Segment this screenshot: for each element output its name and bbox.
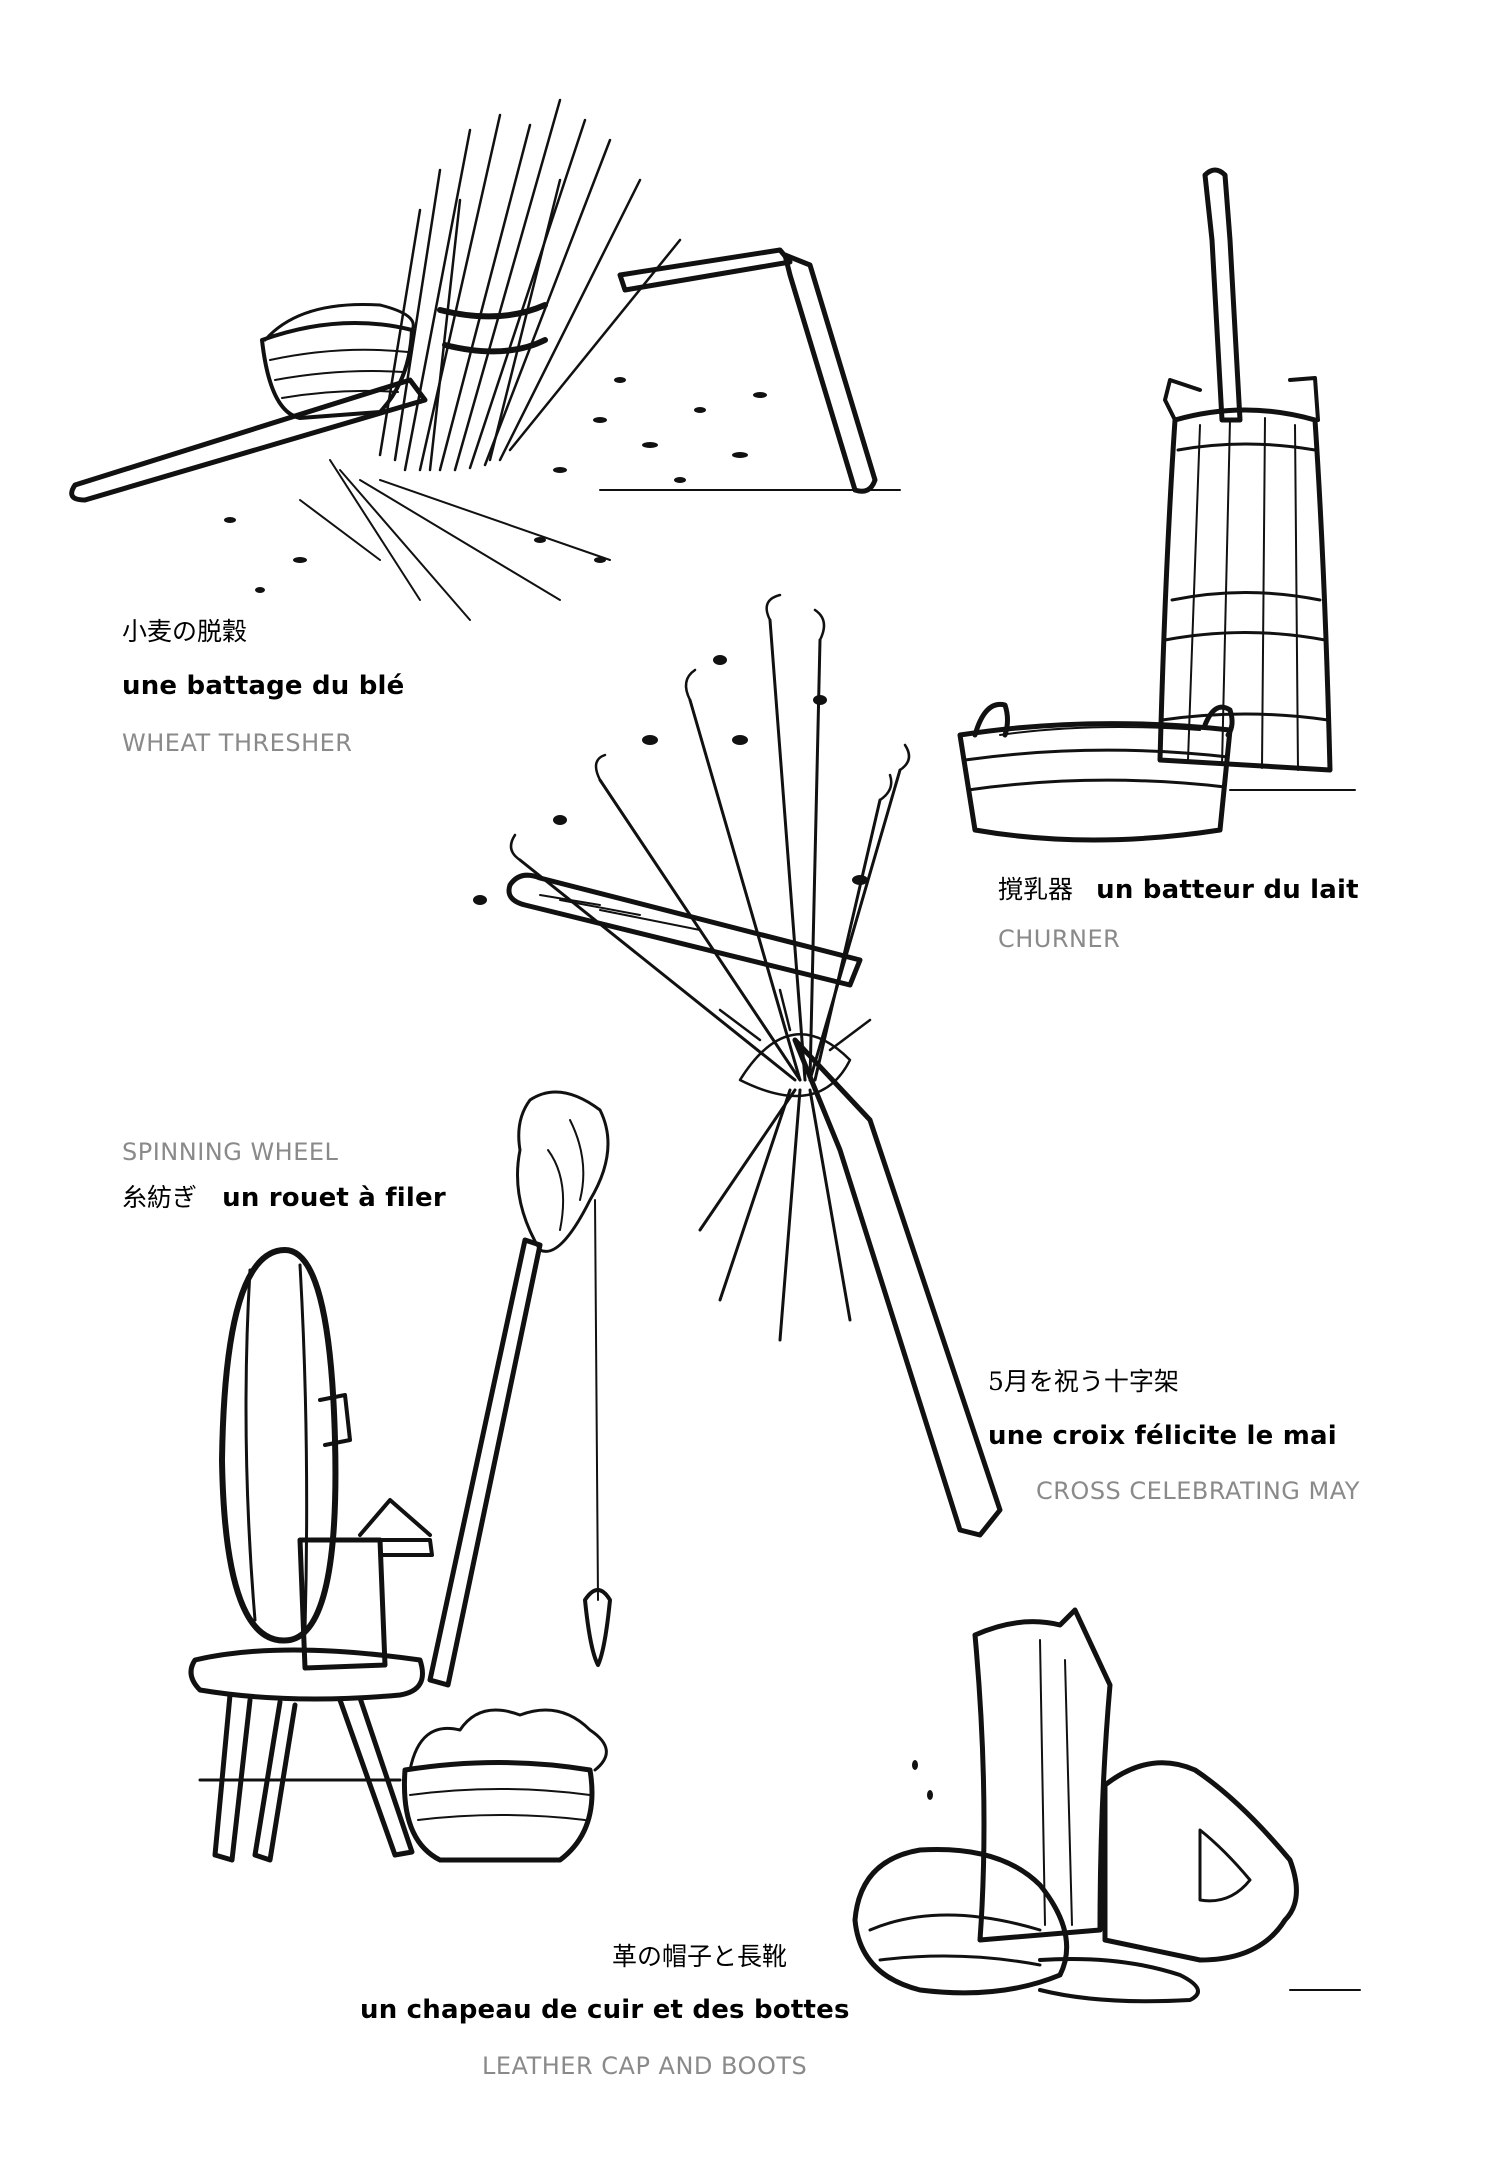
cap-and-boots-drawing xyxy=(852,1607,1361,2004)
churner-drawing xyxy=(957,167,1356,843)
spinning-wheel-caption-line: 糸紡ぎ un rouet à filer xyxy=(122,1178,446,1214)
churner-jp-caption: 撹乳器 xyxy=(998,875,1074,904)
wheat-thresher-jp-caption: 小麦の脱穀 xyxy=(122,617,248,646)
churner-fr-caption: un batteur du lait xyxy=(1096,875,1359,905)
may-cross-fr-caption: une croix félicite le mai xyxy=(988,1421,1337,1451)
churner-caption-line: 撹乳器 un batteur du lait xyxy=(998,870,1359,906)
wheat-thresher-drawing xyxy=(69,98,901,621)
spinning-wheel-en-caption: SPINNING WHEEL xyxy=(122,1138,339,1166)
spinning-wheel-drawing xyxy=(188,1090,612,1863)
wheat-thresher-fr-caption: une battage du blé xyxy=(122,671,405,701)
cap-boots-fr-caption: un chapeau de cuir et des bottes xyxy=(360,1995,850,2025)
churner-en-caption: CHURNER xyxy=(998,925,1121,953)
wheat-thresher-en-caption: WHEAT THRESHER xyxy=(122,729,353,757)
spinning-wheel-fr-caption: un rouet à filer xyxy=(222,1183,446,1213)
spinning-wheel-jp-caption: 糸紡ぎ xyxy=(122,1183,198,1212)
cap-boots-jp-caption: 革の帽子と長靴 xyxy=(612,1942,788,1971)
may-cross-jp-caption: 5月を祝う十字架 xyxy=(988,1367,1179,1396)
may-cross-drawing xyxy=(473,593,1003,1538)
may-cross-en-caption: CROSS CELEBRATING MAY xyxy=(1036,1477,1360,1505)
cap-boots-en-caption: LEATHER CAP AND BOOTS xyxy=(482,2052,808,2080)
